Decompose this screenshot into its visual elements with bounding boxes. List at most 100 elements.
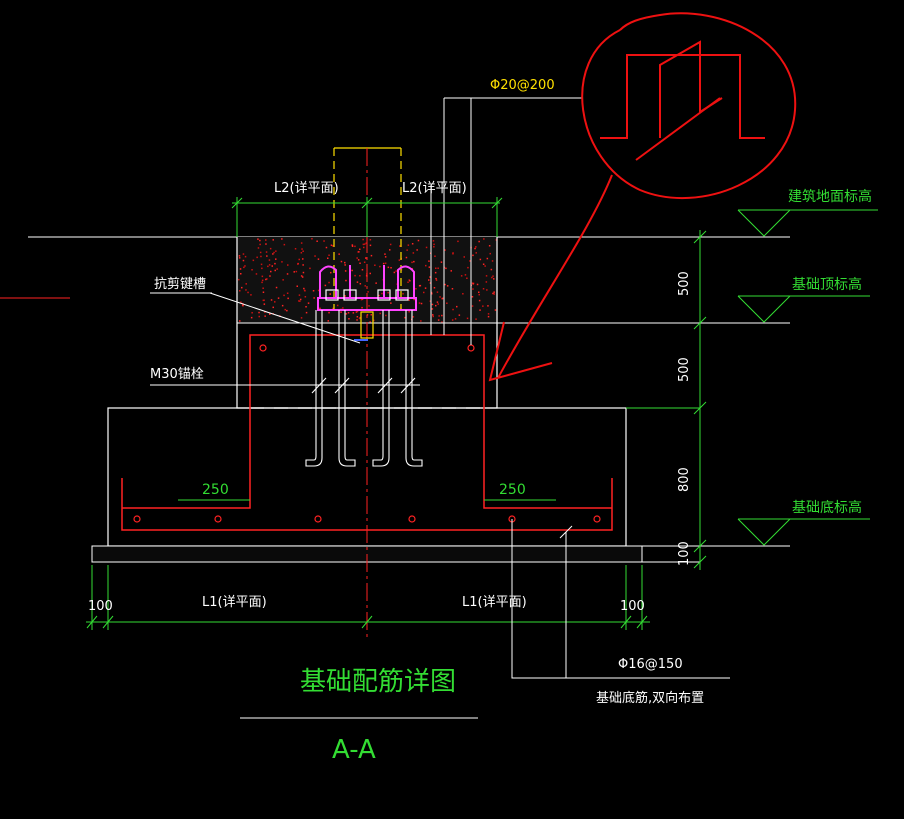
speckle [471, 296, 474, 298]
speckle [323, 240, 325, 242]
speckle [302, 264, 304, 266]
speckle [284, 308, 286, 311]
speckle [454, 318, 457, 320]
speckle [379, 265, 381, 268]
speckle [357, 259, 360, 261]
speckle [370, 254, 373, 257]
speckle [262, 291, 265, 293]
speckle [472, 288, 474, 290]
speckle [484, 265, 486, 267]
speckle [390, 267, 392, 269]
speckle [355, 311, 358, 313]
dim-500-b: 500 [677, 357, 692, 382]
speckle [441, 297, 443, 300]
bottom-rebar-label: Φ16@150 [618, 657, 683, 672]
speckle [238, 257, 241, 259]
speckle [384, 256, 387, 258]
speckle [361, 306, 363, 309]
pedestal-rebar-left-foot [122, 500, 251, 509]
l2-dimension [231, 197, 503, 237]
speckle [347, 312, 350, 314]
speckle [272, 239, 274, 241]
speckle [493, 278, 495, 280]
speckle [420, 302, 423, 305]
speckle [356, 310, 359, 313]
speckle [479, 258, 482, 261]
speckle [257, 238, 259, 240]
speckle [313, 297, 315, 299]
speckle [244, 255, 247, 258]
speckle [281, 304, 284, 307]
speckle [493, 293, 495, 295]
speckle [239, 290, 241, 292]
speckle [385, 314, 387, 317]
speckle [299, 300, 301, 302]
speckle [328, 311, 330, 314]
speckle [265, 251, 268, 253]
speckle [482, 263, 485, 265]
speckle [457, 240, 459, 243]
speckle [302, 250, 304, 252]
annotation-arrow [497, 174, 613, 379]
speckle [409, 280, 411, 282]
dim-250-left: 250 [202, 482, 229, 498]
speckle [437, 267, 439, 269]
speckle [424, 287, 427, 289]
speckle [437, 319, 440, 321]
speckle [245, 283, 247, 285]
speckle [475, 252, 477, 254]
speckle [327, 257, 329, 259]
speckle [466, 277, 468, 279]
speckle [245, 289, 247, 291]
speckle [368, 305, 370, 307]
speckle [263, 303, 266, 305]
speckle [264, 315, 266, 317]
speckle [458, 314, 461, 316]
speckle [345, 313, 348, 315]
speckle [491, 260, 494, 262]
speckle [239, 268, 242, 270]
speckle [298, 300, 300, 302]
bolt-nuts [325, 289, 409, 301]
speckle [305, 311, 308, 314]
speckle [462, 293, 464, 295]
anchor-bolt-label: M30锚栓 [150, 367, 204, 382]
l1-right-label: L1(详平面) [462, 595, 527, 610]
annotation-sketch [600, 40, 765, 161]
speckle [266, 278, 268, 280]
speckle [365, 242, 367, 244]
speckle [381, 292, 383, 295]
speckle [482, 288, 485, 290]
speckle [387, 291, 389, 294]
speckle [300, 317, 303, 319]
speckle [406, 249, 408, 251]
speckle [404, 316, 406, 319]
speckle [298, 258, 300, 261]
speckle [275, 258, 277, 260]
speckle [295, 270, 298, 273]
speckle [261, 267, 263, 270]
speckle [242, 304, 244, 307]
speckle [265, 243, 267, 245]
speckle [269, 247, 272, 250]
speckle [373, 319, 375, 322]
speckle [407, 281, 409, 283]
speckle [407, 244, 410, 246]
speckle [300, 242, 303, 244]
speckle [418, 302, 421, 304]
speckle [283, 294, 285, 297]
speckle [258, 311, 260, 314]
speckle [330, 244, 333, 246]
speckle [425, 264, 427, 267]
speckle [303, 287, 305, 290]
speckle [472, 254, 474, 257]
speckle [252, 259, 255, 262]
speckle [356, 319, 358, 321]
speckle [261, 279, 264, 282]
speckle [429, 276, 431, 278]
speckle [301, 248, 303, 250]
speckle [495, 239, 498, 241]
speckle [277, 297, 280, 299]
speckle [467, 266, 469, 269]
speckle [375, 282, 377, 284]
